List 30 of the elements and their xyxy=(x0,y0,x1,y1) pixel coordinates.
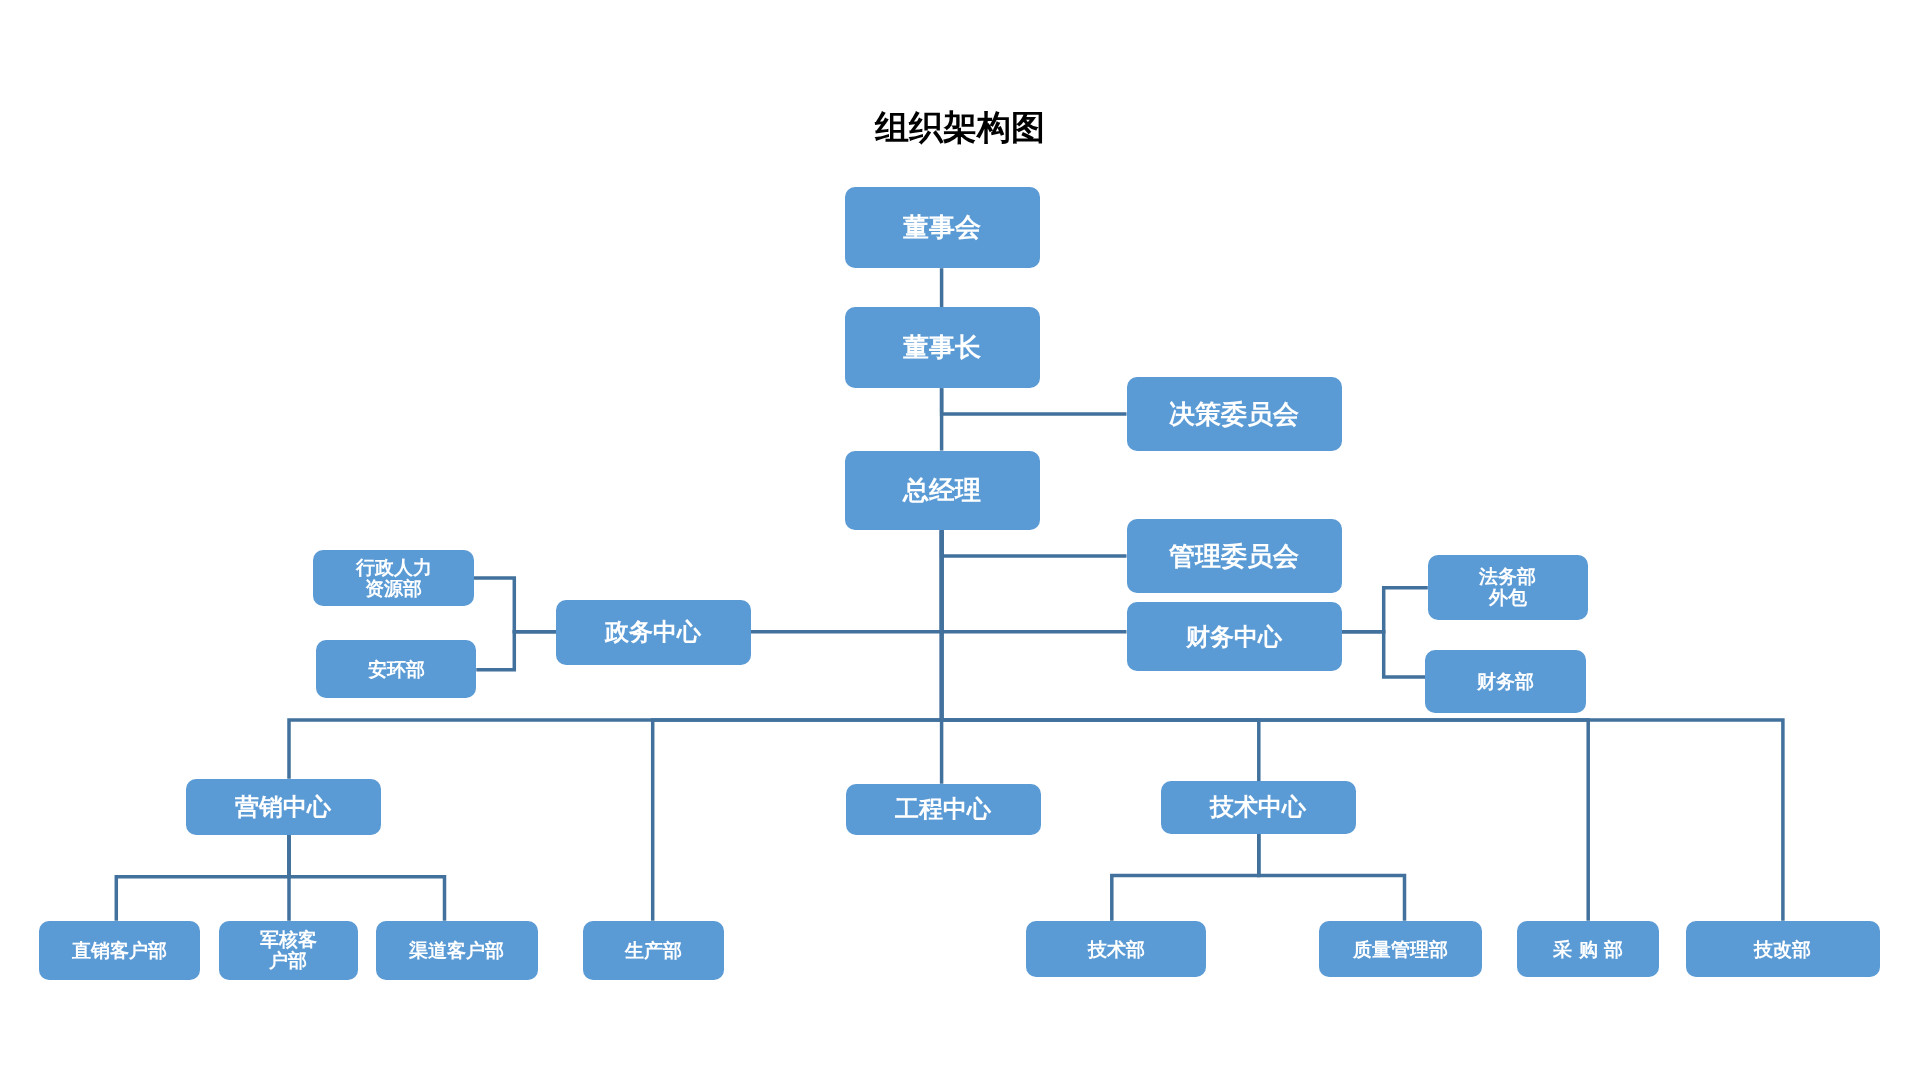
department-box: 生产部 xyxy=(582,920,724,980)
department-box: 董事长 xyxy=(844,307,1040,389)
department-box: 直销客户部 xyxy=(39,920,200,980)
connector-line xyxy=(287,835,447,921)
department-box: 技术部 xyxy=(1026,920,1207,978)
department-box: 营销中心 xyxy=(186,778,381,836)
department-box: 安环部 xyxy=(315,640,477,698)
department-box: 管理委员会 xyxy=(1126,519,1342,593)
connector-line xyxy=(476,630,556,672)
department-box: 工程中心 xyxy=(846,783,1041,836)
department-box: 财务部 xyxy=(1425,650,1586,713)
department-box: 总经理 xyxy=(844,450,1040,531)
department-box: 军核客户部 xyxy=(219,920,358,980)
department-box: 技术中心 xyxy=(1160,781,1356,834)
department-box: 政务中心 xyxy=(555,600,751,665)
chart-title: 组织架构图 xyxy=(873,106,1046,149)
department-box: 渠道客户部 xyxy=(375,920,538,980)
connector-line xyxy=(1342,630,1426,679)
department-box: 行政人力资源部 xyxy=(313,549,474,607)
department-box: 技改部 xyxy=(1686,920,1880,978)
department-box: 董事会 xyxy=(844,187,1040,269)
connector-line xyxy=(939,530,1785,921)
connector-line xyxy=(939,268,944,308)
department-box: 采 购 部 xyxy=(1517,920,1660,978)
connector-line xyxy=(939,388,944,451)
connector-line xyxy=(1257,833,1407,921)
department-box: 决策委员会 xyxy=(1126,377,1342,451)
department-box: 法务部外包 xyxy=(1427,554,1589,620)
department-box: 质量管理部 xyxy=(1318,920,1482,978)
department-box: 财务中心 xyxy=(1126,602,1342,671)
